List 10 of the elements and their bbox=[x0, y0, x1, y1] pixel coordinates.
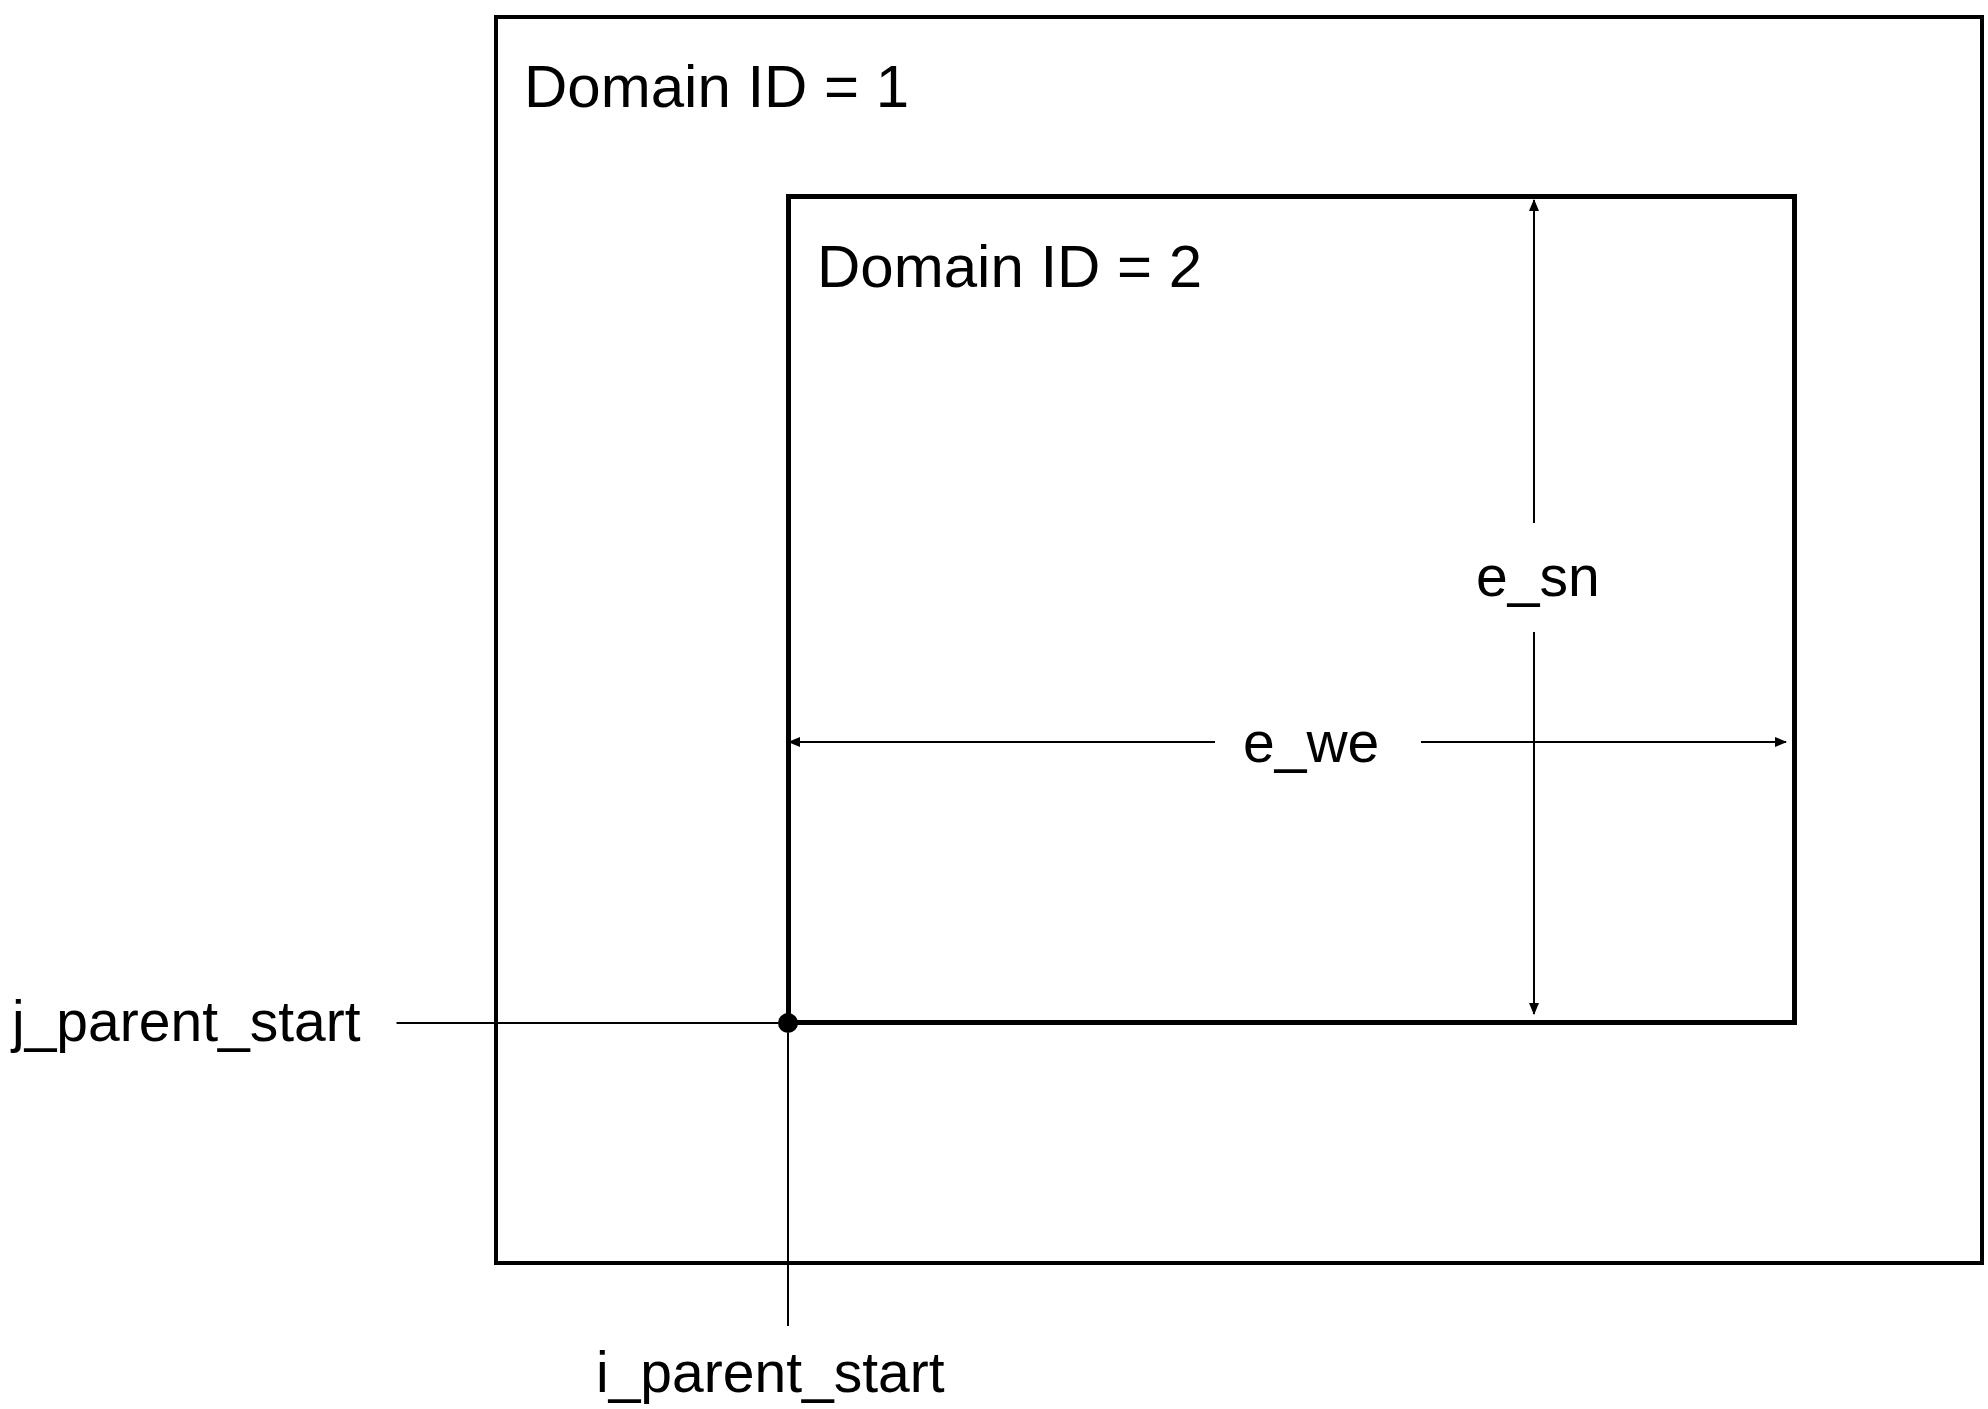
variable-label: i_parent_start bbox=[596, 1336, 945, 1408]
domain-title: Domain ID = 2 bbox=[817, 237, 1203, 297]
domain-box bbox=[786, 194, 1797, 1025]
domain-title: Domain ID = 1 bbox=[524, 57, 910, 117]
dimension-label: e_sn bbox=[1476, 543, 1600, 610]
domain-box bbox=[494, 15, 1984, 1265]
dimension-label: e_we bbox=[1243, 709, 1380, 776]
variable-label: j_parent_start bbox=[12, 985, 361, 1057]
leader-line bbox=[395, 1022, 779, 1024]
leader-line bbox=[787, 1032, 789, 1327]
